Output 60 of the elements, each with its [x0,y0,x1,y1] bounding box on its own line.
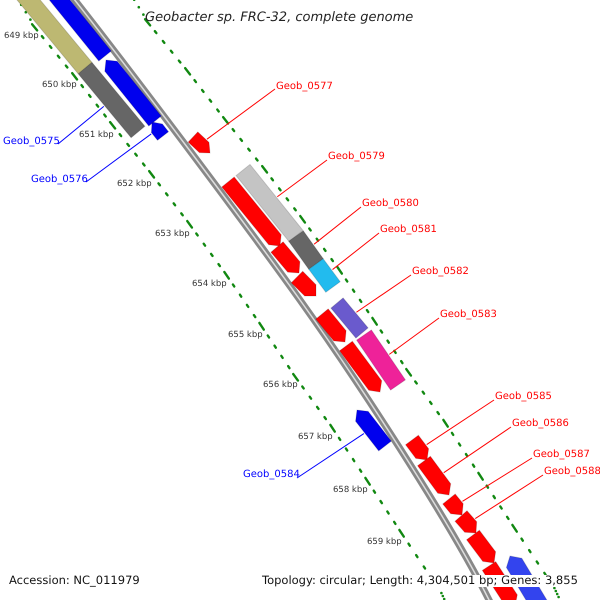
summary-text: Topology: circular; Length: 4,304,501 bp; Genes: 3,855 [262,575,578,586]
leader-line [276,160,328,198]
gene-block [48,0,112,62]
scale-label: 649 kbp [4,32,39,40]
leader-line [426,400,494,446]
leader-line [296,433,364,478]
gene-label: Geob_0582 [412,267,469,277]
scale-label: 653 kbp [155,230,190,238]
gene-block [338,340,382,393]
leader-line [388,318,440,355]
gene-block [104,59,162,127]
gene-label: Geob_0579 [328,152,385,162]
gene-block [355,409,392,452]
leader-line [314,206,362,245]
leader-line [443,426,512,474]
leader-line [206,88,276,140]
gene-block [442,493,464,516]
leader-line [356,274,412,313]
gene-block [150,121,170,141]
gene-label: Geob_0580 [362,199,419,209]
gene-block [356,329,406,391]
gene-block [270,241,300,274]
gene-label: Geob_0575 [3,137,60,147]
gene-block [221,176,282,247]
scale-label: 659 kbp [367,538,402,546]
accession-text: Accession: NC_011979 [9,575,140,586]
gene-block [330,297,369,339]
scale-label: 658 kbp [333,486,368,494]
scale-label: 655 kbp [228,331,263,340]
gene-label: Geob_0588 [544,467,600,477]
leader-line [462,458,532,502]
gene-label: Geob_0586 [512,419,569,429]
gene-label: Geob_0583 [440,310,497,320]
map-title: Geobacter sp. FRC-32, complete genome [145,11,414,24]
gene-block [288,230,324,270]
gene-block [315,308,347,343]
scale-label: 656 kbp [263,381,298,390]
gene-block [466,530,496,564]
gene-block [188,131,211,154]
leader-line [332,232,380,270]
leader-line [58,106,104,144]
scale-label: 657 kbp [298,433,333,442]
scale-label: 650 kbp [42,81,77,90]
gene-label: Geob_0584 [243,470,300,480]
gene-block [308,258,341,293]
scale-label: 652 kbp [117,180,152,188]
gene-label: Geob_0576 [31,175,88,185]
scale-label: 654 kbp [192,280,227,288]
gene-label: Geob_0581 [380,225,437,235]
gene-block [77,62,146,138]
gene-block [404,434,430,461]
scale-label: 651 kbp [79,131,114,140]
leader-line [474,474,544,520]
gene-block [416,456,452,496]
gene-block [454,510,478,534]
gene-block [235,164,304,242]
gene-label: Geob_0577 [276,82,333,92]
gene-label: Geob_0585 [495,392,552,402]
leader-line [86,133,152,182]
gene-label: Geob_0587 [533,450,590,460]
